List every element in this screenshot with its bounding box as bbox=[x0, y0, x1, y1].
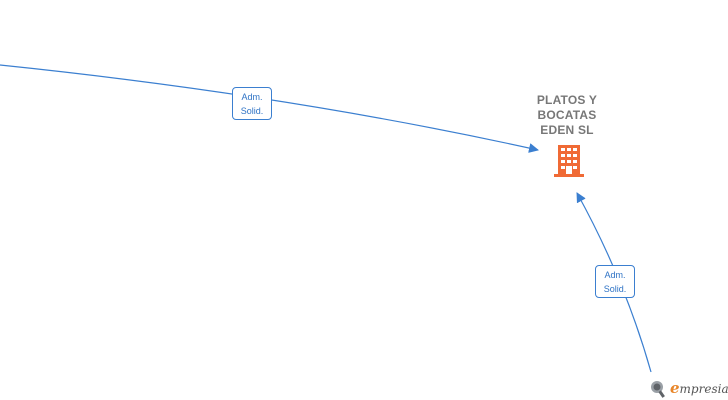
edge-label-bottom[interactable]: Adm. Solid. bbox=[595, 265, 635, 298]
company-name[interactable]: PLATOS Y BOCATAS EDEN SL bbox=[536, 93, 598, 137]
edge-label-left[interactable]: Adm. Solid. bbox=[232, 87, 272, 120]
edge-label-line1: Adm. bbox=[604, 270, 626, 280]
building-icon[interactable] bbox=[554, 145, 584, 177]
edge-label-line2: Solid. bbox=[603, 284, 627, 294]
edge-line-left[interactable] bbox=[0, 64, 539, 153]
brand-wordmark: empresia bbox=[670, 379, 728, 397]
magnifier-icon bbox=[651, 381, 665, 398]
edge-label-line2: Solid. bbox=[240, 106, 264, 116]
edge-label-line1: Adm. bbox=[241, 92, 263, 102]
empresia-logo: empresia bbox=[648, 377, 728, 399]
